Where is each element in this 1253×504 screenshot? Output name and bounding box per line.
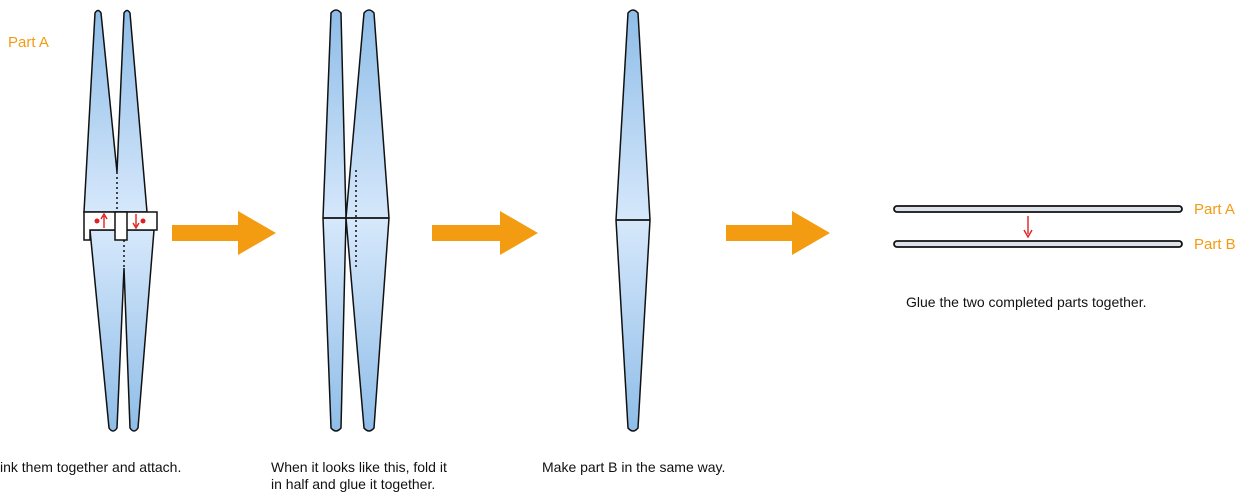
part-b-rod-label: Part B	[1194, 236, 1236, 253]
step3-caption: Make part B in the same way.	[542, 459, 726, 475]
arrow-right-icon	[172, 211, 276, 255]
step2-right-spike	[345, 9, 390, 432]
step1-marker-dot-right	[140, 218, 146, 224]
step1-marker-dot-left	[94, 218, 100, 224]
step4-caption: Glue the two completed parts together.	[906, 294, 1147, 310]
arrow-down-icon	[1023, 216, 1033, 239]
step1-caption: ink them together and attach.	[0, 459, 182, 475]
arrow-right-icon	[432, 211, 538, 255]
step2-caption-line1: When it looks like this, fold it	[271, 459, 447, 475]
step2-caption-line2: in half and glue it together.	[271, 476, 436, 492]
arrow-right-icon	[726, 211, 830, 255]
arrow-down-icon	[132, 214, 140, 230]
step2-figure	[322, 9, 390, 432]
step4-figure	[893, 205, 1183, 248]
part-a-rod-label: Part A	[1194, 201, 1235, 218]
arrow-up-icon	[100, 212, 108, 228]
step4-part-b-rod	[893, 240, 1183, 248]
step1-figure	[83, 9, 158, 432]
step3-figure	[615, 9, 651, 432]
part-a-label: Part A	[8, 34, 49, 51]
step4-part-a-rod	[893, 205, 1183, 213]
step1-upper-half	[83, 9, 148, 213]
step1-link-slot	[114, 211, 128, 241]
step1-lower-half	[89, 229, 155, 432]
step2-left-spike	[322, 9, 347, 432]
